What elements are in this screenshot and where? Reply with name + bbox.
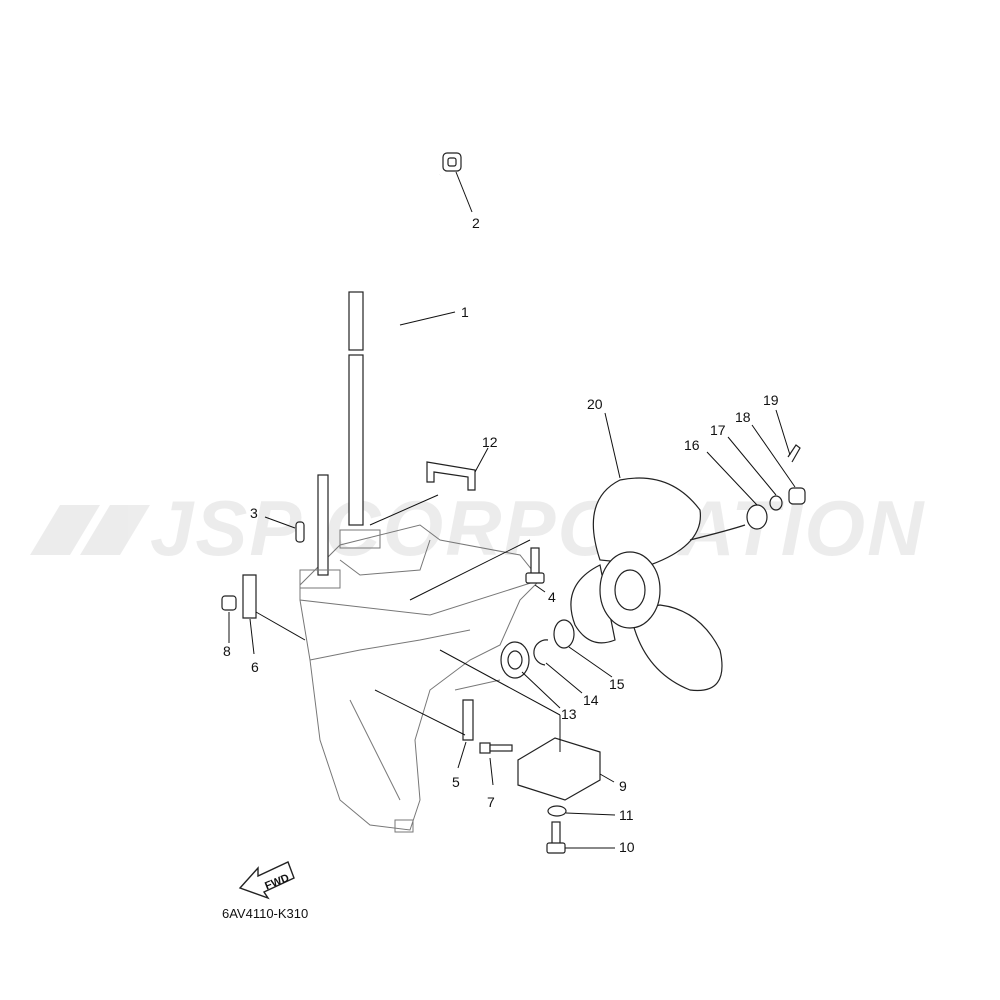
callout-3: 3 — [250, 505, 258, 521]
part-12-seal — [426, 461, 476, 491]
part-1-water-tube — [392, 172, 441, 465]
part-11-washer — [547, 805, 567, 817]
callout-7: 7 — [487, 794, 495, 810]
part-14-circlip — [533, 639, 549, 666]
part-7-screw — [479, 742, 513, 754]
drive-shaft-upper — [348, 291, 364, 351]
callout-numbers: 1 2 3 4 5 6 7 8 9 10 11 12 13 14 15 16 1… — [223, 215, 779, 855]
part-19-cotter-pin — [787, 444, 801, 463]
part-6-bracket — [242, 574, 257, 619]
lower-unit-housing — [299, 291, 541, 833]
callout-1: 1 — [461, 304, 469, 320]
callout-2: 2 — [472, 215, 480, 231]
callout-18: 18 — [735, 409, 751, 425]
drive-shaft-lower — [348, 354, 364, 526]
part-18-nut — [788, 487, 806, 505]
callout-11: 11 — [619, 807, 634, 823]
callout-13: 13 — [561, 706, 577, 722]
part-4-bolt — [525, 547, 545, 584]
part-17-washer — [769, 495, 783, 511]
callout-6: 6 — [251, 659, 259, 675]
part-9-anode — [517, 737, 601, 801]
part-15-o-ring — [553, 619, 575, 649]
part-2-grommet — [442, 152, 462, 172]
callout-8: 8 — [223, 643, 231, 659]
callout-16: 16 — [684, 437, 700, 453]
callout-4: 4 — [548, 589, 556, 605]
callout-5: 5 — [452, 774, 460, 790]
callout-12: 12 — [482, 434, 498, 450]
fwd-arrow-icon: FWD — [238, 861, 295, 900]
callout-10: 10 — [619, 839, 635, 855]
callout-20: 20 — [587, 396, 603, 412]
callout-19: 19 — [763, 392, 779, 408]
part-20-propeller — [570, 477, 746, 692]
part-10-bolt — [546, 821, 566, 854]
watermark-logo-icon — [30, 505, 150, 555]
callout-17: 17 — [710, 422, 726, 438]
part-8-nut — [221, 595, 237, 611]
part-13-shaft-housing — [500, 641, 530, 679]
callout-15: 15 — [609, 676, 625, 692]
callout-9: 9 — [619, 778, 627, 794]
part-16-spacer — [746, 504, 768, 530]
leader-lines — [228, 171, 796, 849]
shift-rod — [317, 474, 329, 576]
part-5-clip — [462, 699, 474, 741]
callout-14: 14 — [583, 692, 599, 708]
part-3-dowel-pin — [295, 521, 305, 543]
drawing-code: 6AV4110-K310 — [222, 906, 308, 921]
